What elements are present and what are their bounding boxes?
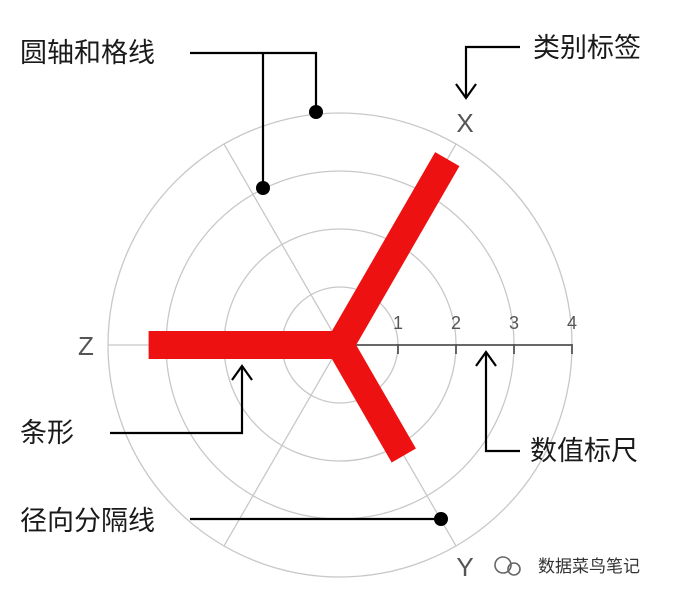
callout-circle-axis: 圆轴和格线 <box>20 38 323 195</box>
bar-hub <box>326 331 354 359</box>
callout-dot-axis <box>309 105 323 119</box>
watermark: 数据菜鸟笔记 <box>494 556 640 577</box>
value-tick-label-2: 2 <box>451 313 461 333</box>
annotation-radial-separator: 径向分隔线 <box>20 506 155 537</box>
category-label-x: X <box>456 108 473 138</box>
watermark-text: 数据菜鸟笔记 <box>538 557 640 577</box>
callout-line-value-scale <box>484 354 520 453</box>
callout-dot-separator <box>434 512 448 526</box>
category-label-z: Z <box>78 331 94 361</box>
value-scale: 1 2 3 4 <box>340 313 577 354</box>
chat-bubble-icon <box>507 562 521 576</box>
annotation-bar: 条形 <box>20 418 74 449</box>
callout-radial-separator: 径向分隔线 <box>20 506 448 537</box>
annotation-circle-axis-gridlines: 圆轴和格线 <box>20 38 155 69</box>
callout-dot-gridline <box>256 181 270 195</box>
value-tick-label-1: 1 <box>393 313 403 333</box>
annotation-value-scale: 数值标尺 <box>530 436 638 467</box>
annotation-category-label: 类别标签 <box>533 33 641 64</box>
arrow-up-icon <box>475 350 497 367</box>
arrow-up-icon <box>231 364 253 381</box>
callout-line-circle-axis <box>190 51 318 110</box>
callout-category-label: 类别标签 <box>455 33 641 100</box>
chat-bubble-icon <box>494 556 512 574</box>
bar-x <box>327 152 460 352</box>
radial-separator-3 <box>223 143 341 346</box>
radial-separator-1 <box>223 344 341 547</box>
arrow-down-icon <box>455 83 477 100</box>
callout-line-bar <box>110 368 244 435</box>
value-tick-label-3: 3 <box>509 313 519 333</box>
bars <box>148 152 460 463</box>
callout-bar: 条形 <box>20 364 253 449</box>
callout-line-category <box>464 45 520 96</box>
callout-value-scale: 数值标尺 <box>475 350 638 467</box>
bar-y <box>327 338 416 463</box>
value-tick-label-4: 4 <box>567 313 577 333</box>
category-label-y: Y <box>456 552 473 582</box>
